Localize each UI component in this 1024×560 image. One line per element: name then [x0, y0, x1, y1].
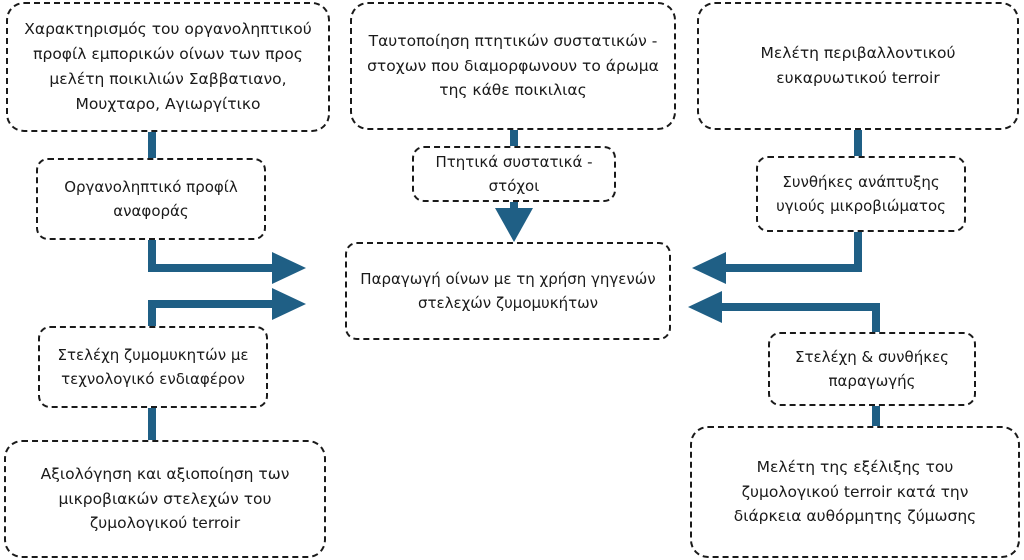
- box-microbiome-conditions-text: Συνθήκες ανάπτυξης υγιούς μικροβιώματος: [776, 173, 946, 215]
- box-volatile-targets: Πτητικά συστατικά - στόχοι: [412, 146, 616, 202]
- arrowhead-sensory: [272, 252, 306, 284]
- arrow-yeast-to-center-line: [148, 300, 274, 327]
- arrowhead-volatile: [495, 208, 533, 242]
- box-yeast-strains-text: Στελέχη ζυμομυκητών με τεχνολογικό ενδια…: [57, 346, 249, 388]
- box-microbiome-conditions: Συνθήκες ανάπτυξης υγιούς μικροβιώματος: [756, 156, 966, 232]
- box-wine-production: Παραγωγή οίνων με τη χρήση γηγενών στελε…: [345, 242, 671, 340]
- box-reference-sensory-profile: Οργανοληπτικό προφίλ αναφοράς: [36, 158, 266, 240]
- box-volatile-identification-text: Ταυτοποίηση πτητικών συστατικών - στοχων…: [367, 31, 659, 100]
- box-strains-conditions: Στελέχη & συνθήκες παραγωγής: [768, 332, 976, 406]
- box-environmental-terroir-study-text: Μελέτη περιβαλλοντικού ευκαρυωτικού terr…: [760, 44, 956, 87]
- box-reference-sensory-profile-text: Οργανοληπτικό προφίλ αναφοράς: [64, 178, 238, 220]
- box-yeast-strains: Στελέχη ζυμομυκητών με τεχνολογικό ενδια…: [38, 326, 268, 408]
- arrow-microbiome-to-center-line: [724, 232, 862, 272]
- arrowhead-microbiome: [692, 252, 726, 284]
- box-volatile-identification: Ταυτοποίηση πτητικών συστατικών - στοχων…: [350, 2, 676, 130]
- box-fermentation-terroir-study: Μελέτη της εξέλιξης του ζυμολογικού terr…: [690, 426, 1020, 558]
- box-strains-conditions-text: Στελέχη & συνθήκες παραγωγής: [794, 348, 949, 390]
- box-strain-evaluation: Αξιολόγηση και αξιοποίηση των μικροβιακώ…: [4, 440, 326, 558]
- arrow-strains-to-center-line: [720, 303, 880, 334]
- box-wine-production-text: Παραγωγή οίνων με τη χρήση γηγενών στελε…: [360, 270, 656, 312]
- box-volatile-targets-text: Πτητικά συστατικά - στόχοι: [435, 153, 593, 195]
- arrow-sensory-to-center-line: [148, 240, 274, 272]
- box-strain-evaluation-text: Αξιολόγηση και αξιοποίηση των μικροβιακώ…: [40, 464, 290, 533]
- box-environmental-terroir-study: Μελέτη περιβαλλοντικού ευκαρυωτικού terr…: [697, 2, 1019, 130]
- arrowhead-yeast: [272, 288, 306, 320]
- arrowhead-strains: [688, 291, 722, 323]
- box-sensory-characterization-text: Χαρακτηρισμός του οργανοληπτικού προφίλ …: [24, 20, 312, 113]
- box-sensory-characterization: Χαρακτηρισμός του οργανοληπτικού προφίλ …: [6, 2, 330, 132]
- box-fermentation-terroir-study-text: Μελέτη της εξέλιξης του ζυμολογικού terr…: [733, 457, 977, 526]
